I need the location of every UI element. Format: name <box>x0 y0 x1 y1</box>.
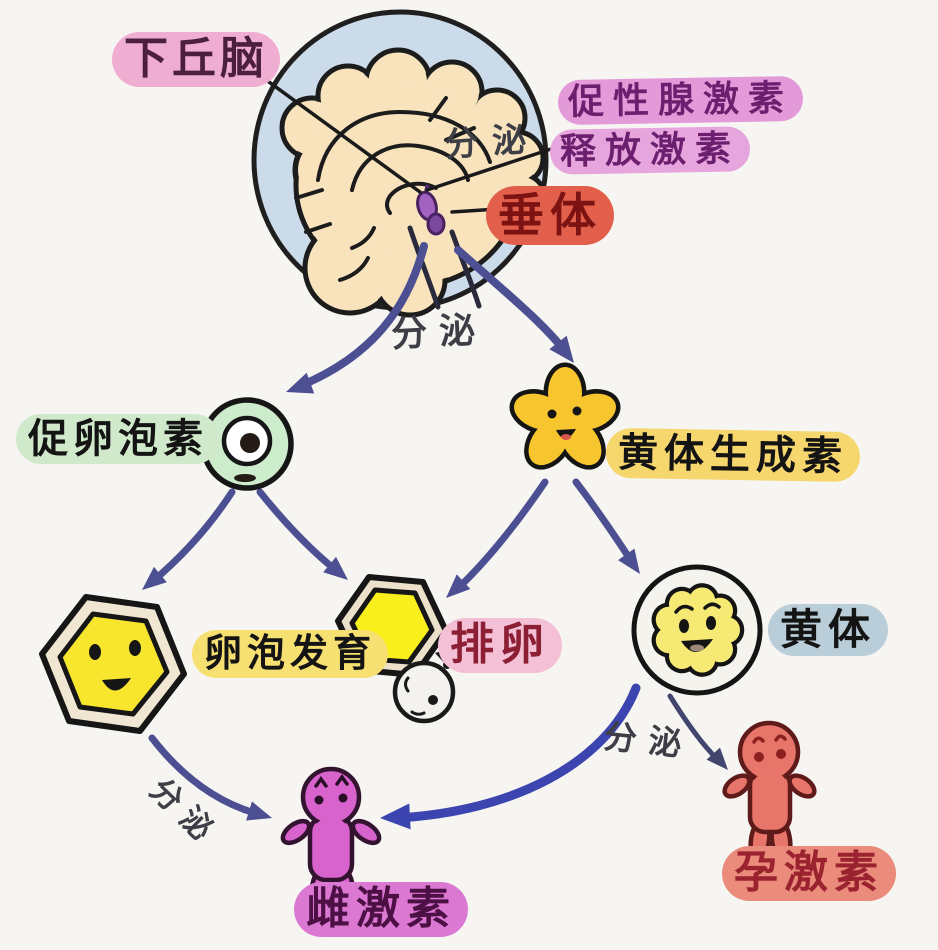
annotation-secrete-brain: 分泌 <box>442 118 542 166</box>
label-hypothalamus: 下丘脑 <box>112 32 280 87</box>
arrow-luteum-to-estrogen <box>391 683 641 823</box>
label-ovulation: 排卵 <box>438 618 562 673</box>
arrow-pituitary-to-fsh <box>296 242 428 390</box>
label-gnrh-line2: 释放激素 <box>549 126 751 176</box>
arrow-follicle-to-estrogen <box>148 734 262 818</box>
yellow-hexagon-face-icon <box>39 594 187 734</box>
arrow-lh-to-ovulation <box>452 478 549 594</box>
arrow-fsh-to-ovulation <box>256 488 342 576</box>
label-pituitary: 垂体 <box>486 186 614 245</box>
gnrh-pointer-line <box>425 145 559 192</box>
brain-stem-lines <box>407 225 482 310</box>
arrows <box>148 242 721 823</box>
brain-fold-lines <box>294 96 492 282</box>
annotation-secrete-luteum: 分泌 <box>601 716 696 765</box>
label-follicle-growth: 卵泡发育 <box>192 630 389 678</box>
label-progesterone: 孕激素 <box>722 846 896 901</box>
arrow-pituitary-to-lh <box>454 246 568 354</box>
label-estrogen: 雌激素 <box>294 882 468 937</box>
label-fsh: 促卵泡素 <box>16 414 220 464</box>
pituitary-gland-icon <box>416 184 446 236</box>
label-lh: 黄体生成素 <box>605 427 861 483</box>
hypothalamus-pointer-line <box>245 64 422 194</box>
annotation-secrete-pituitary: 分泌 <box>390 309 489 356</box>
yellow-flower-icon <box>509 362 621 470</box>
label-corpus-luteum: 黄体 <box>768 604 889 657</box>
label-gnrh-line1: 促性腺激素 <box>557 75 804 126</box>
scalloped-cell-icon <box>631 564 763 696</box>
red-figure-icon <box>722 720 817 863</box>
arrow-heads <box>142 335 728 830</box>
arrow-fsh-to-follicle <box>148 488 236 586</box>
arrow-lh-to-luteum <box>572 478 636 566</box>
